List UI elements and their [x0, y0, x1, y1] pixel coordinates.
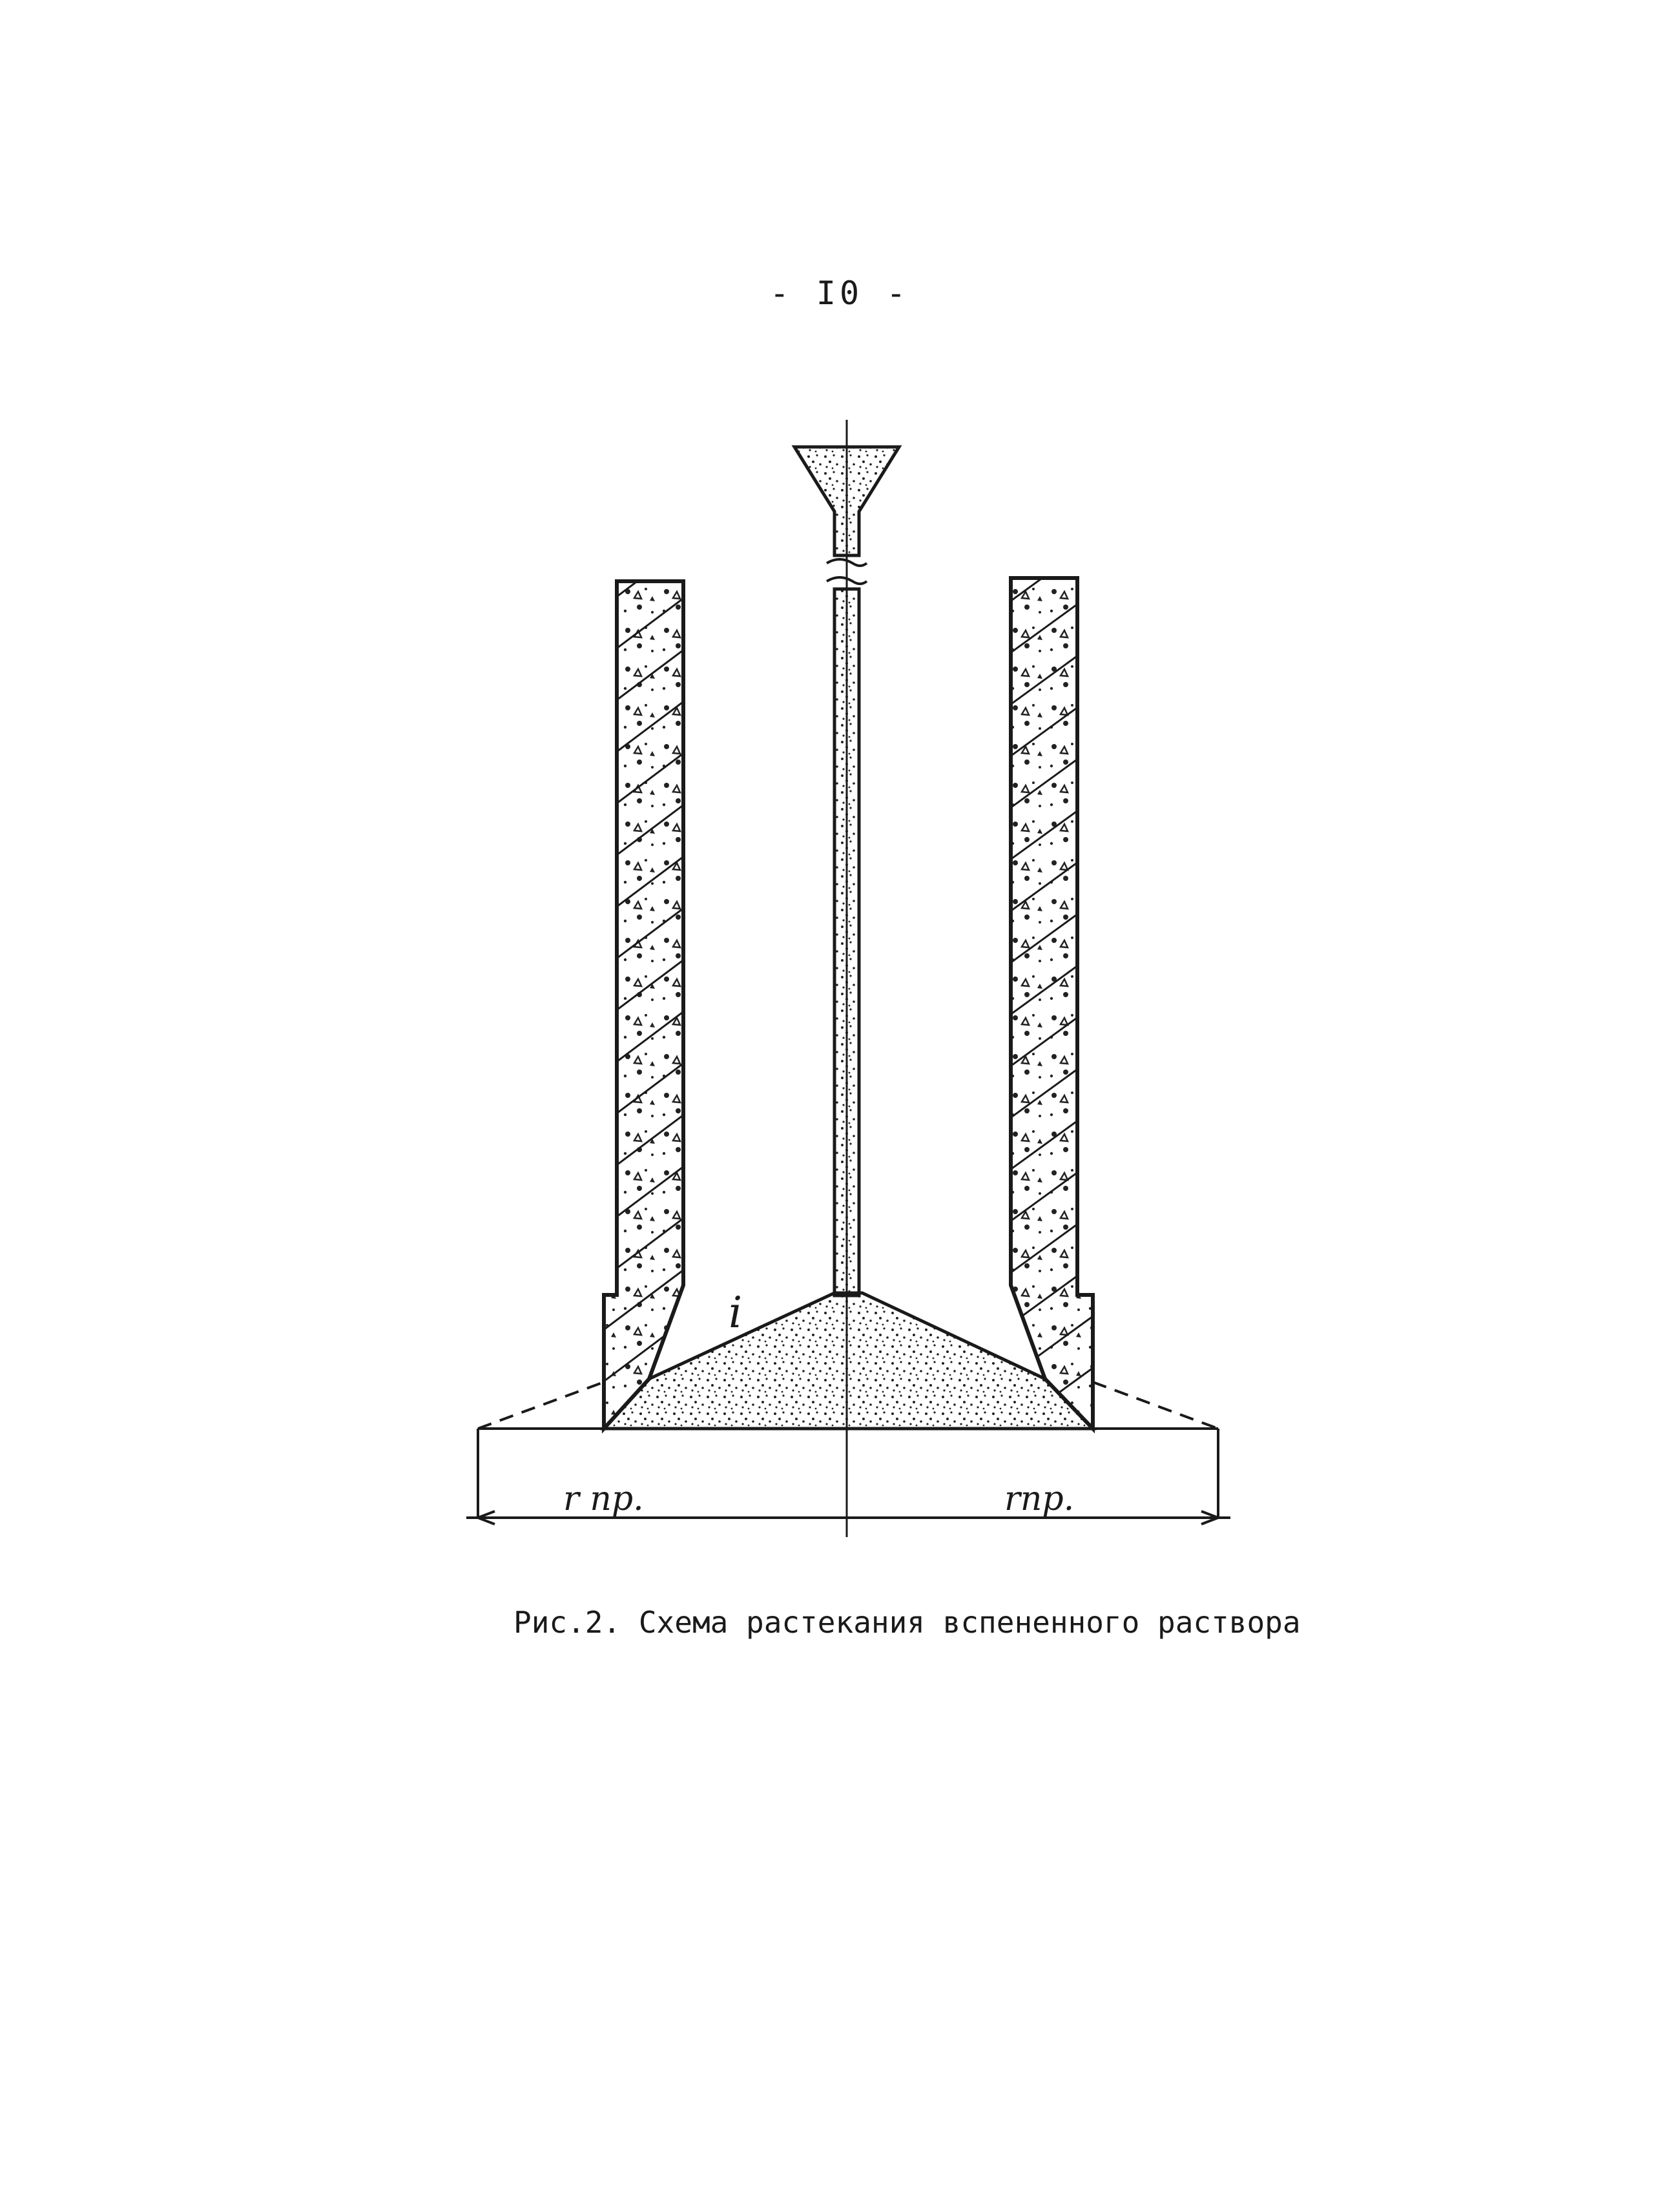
right-wall [1009, 576, 1095, 1434]
label-radius-right: rпр. [1004, 1480, 1074, 1518]
label-radius-left: r пр. [563, 1480, 644, 1518]
radius-dimension-line [466, 1510, 1230, 1525]
left-wall [602, 579, 685, 1434]
figure-caption: Рис.2. Схема растекания вспененного раст… [513, 1605, 1301, 1640]
label-i: i [729, 1288, 742, 1338]
pipe-break-marks [825, 558, 868, 585]
page-number: - I0 - [769, 274, 910, 312]
